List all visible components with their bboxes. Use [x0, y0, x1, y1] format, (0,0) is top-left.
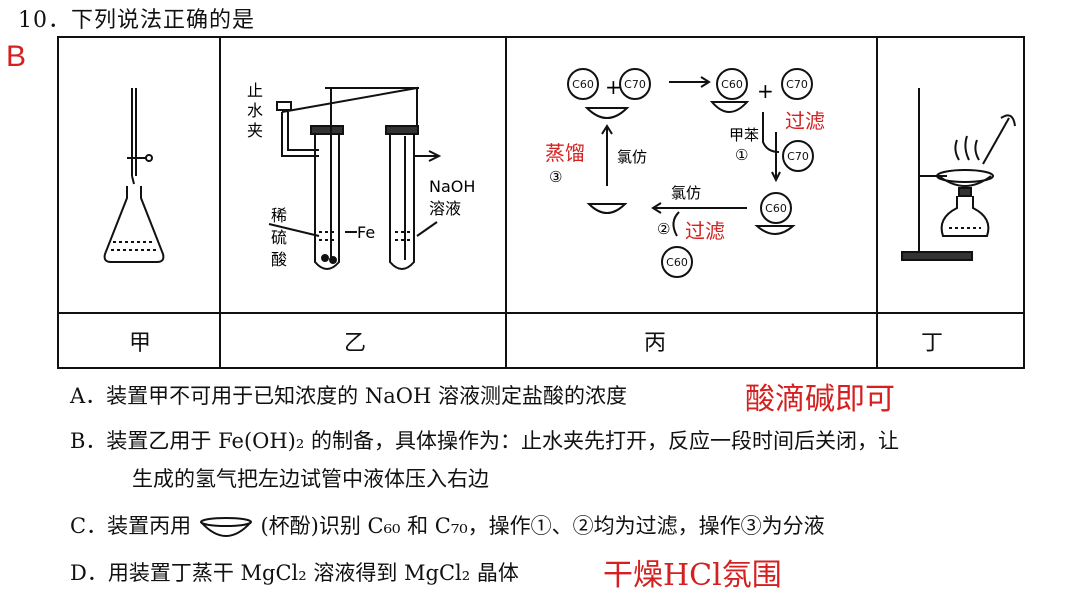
label-step1: ①: [735, 146, 748, 164]
label-naoh: NaOH: [429, 177, 475, 196]
c60-label-1: C60: [572, 78, 594, 91]
answer-mark: B: [6, 40, 27, 73]
label-acid-3: 酸: [271, 250, 287, 269]
panel-label-jia: 甲: [128, 331, 151, 356]
label-toluene: 甲苯: [729, 126, 759, 144]
plus-sign-1: +: [605, 75, 622, 99]
panel-label-bing: 丙: [643, 331, 666, 356]
option-a-note: 酸滴碱即可: [745, 382, 895, 417]
note-filter-2: 过滤: [685, 219, 725, 243]
c60-label-2: C60: [721, 78, 743, 91]
label-step3: ③: [549, 168, 562, 186]
note-distill: 蒸馏: [545, 141, 585, 165]
c60-label-3: C60: [765, 202, 787, 215]
label-chloroform-1: 氯仿: [617, 148, 647, 166]
panel-ding-apparatus: [901, 88, 1016, 261]
panel-yi-apparatus: [268, 86, 442, 270]
option-a: A．装置甲不可用于已知浓度的 NaOH 溶液测定盐酸的浓度: [70, 384, 627, 408]
c70-label-2: C70: [786, 78, 808, 91]
plus-sign-2: +: [757, 79, 774, 103]
panel-label-yi: 乙: [343, 331, 366, 356]
option-c: C．装置丙用 (杯酚)识别 C₆₀ 和 C₇₀，操作①、②均为过滤，操作③为分液: [70, 510, 825, 540]
bowl-icon: [199, 516, 252, 537]
label-clamp-3: 夹: [247, 121, 263, 140]
question-title: 10．下列说法正确的是: [18, 8, 255, 33]
panel-bing-scheme: [567, 68, 814, 278]
option-d-note: 干燥HCl氛围: [603, 558, 782, 593]
c70-label-3: C70: [787, 150, 809, 163]
apparatus-table: 止 水 夹 稀 硫 酸 Fe NaOH 溶液 C60 C70 C60 C70 C…: [57, 36, 1025, 369]
label-acid-1: 稀: [271, 206, 287, 225]
panel-jia-apparatus: [103, 88, 165, 263]
c70-label-1: C70: [624, 78, 646, 91]
option-b-line-2: 生成的氢气把左边试管中液体压入右边: [132, 467, 489, 491]
option-c-text: (杯酚)识别 C₆₀ 和 C₇₀，操作①、②均为过滤，操作③为分液: [260, 514, 825, 538]
note-filter-1: 过滤: [785, 109, 825, 133]
label-solution: 溶液: [429, 199, 461, 218]
label-step2: ②: [657, 220, 670, 238]
label-clamp-2: 水: [247, 101, 263, 120]
label-chloroform-2: 氯仿: [671, 184, 701, 202]
option-c-prefix: C．装置丙用: [70, 514, 192, 538]
label-acid-2: 硫: [271, 228, 287, 247]
option-d: D．用装置丁蒸干 MgCl₂ 溶液得到 MgCl₂ 晶体: [70, 561, 519, 585]
c60-label-4: C60: [666, 256, 688, 269]
option-b-line-1: B．装置乙用于 Fe(OH)₂ 的制备，具体操作为：止水夹先打开，反应一段时间后…: [70, 429, 899, 453]
label-fe: Fe: [357, 223, 375, 242]
panel-label-ding: 丁: [920, 331, 943, 356]
label-clamp-1: 止: [247, 81, 263, 100]
